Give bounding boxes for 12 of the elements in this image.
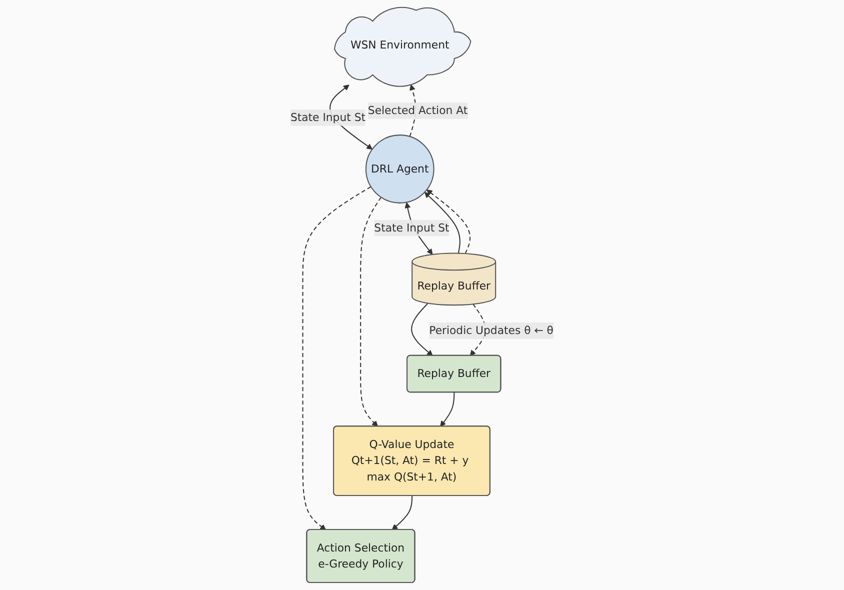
edge-label: State Input St (290, 110, 366, 124)
arrow (424, 192, 460, 254)
arrow (360, 196, 382, 427)
edge-label: Selected Action At (368, 104, 468, 117)
arrow (302, 186, 372, 530)
arrow (392, 496, 413, 530)
arrow (426, 189, 471, 254)
edge-label: State Input St (374, 221, 450, 234)
arrow (440, 392, 455, 427)
edge-label: Periodic Updates θ ← θ (429, 324, 554, 337)
node-circle: DRL Agent (365, 134, 434, 204)
arrow (411, 302, 433, 356)
